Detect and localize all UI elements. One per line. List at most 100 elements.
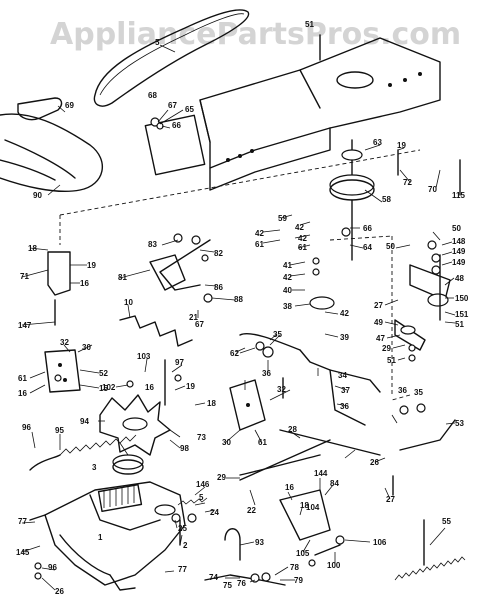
label-77-low: 77 (178, 565, 187, 574)
label-66-mid: 66 (363, 224, 372, 233)
spindle-assembly (309, 139, 375, 310)
label-150: 150 (455, 294, 469, 303)
label-42-e: 42 (340, 309, 349, 318)
label-95: 95 (55, 426, 64, 435)
label-26-mid: 26 (370, 458, 379, 467)
label-21: 21 (189, 313, 198, 322)
label-3: 3 (92, 463, 97, 472)
label-1: 1 (98, 533, 103, 542)
label-28: 28 (288, 425, 297, 434)
label-68: 68 (148, 91, 157, 100)
label-67: 67 (168, 101, 177, 110)
label-144: 144 (314, 469, 328, 478)
label-71: 71 (20, 272, 29, 281)
label-10: 10 (124, 298, 133, 307)
label-149: 149 (452, 247, 466, 256)
label-32-mid: 32 (277, 385, 286, 394)
label-106: 106 (373, 538, 387, 547)
label-115: 115 (452, 191, 465, 200)
label-84: 84 (330, 479, 339, 488)
label-19-left: 19 (87, 261, 96, 270)
label-47: 47 (376, 334, 385, 343)
label-25: 25 (178, 524, 187, 533)
label-19-mid: 19 (186, 382, 195, 391)
label-36-b: 36 (340, 402, 349, 411)
label-19-top: 19 (397, 141, 406, 150)
label-18-low: 18 (300, 501, 309, 510)
label-24: 24 (210, 508, 219, 517)
label-16-left: 16 (80, 279, 89, 288)
label-55: 55 (442, 517, 451, 526)
label-51: 51 (305, 20, 314, 29)
label-42-d: 42 (283, 273, 292, 282)
left-brackets (44, 251, 266, 431)
label-39: 39 (340, 333, 349, 342)
label-62: 62 (230, 349, 239, 358)
label-98: 98 (180, 444, 189, 453)
label-61-a: 61 (255, 240, 264, 249)
label-103: 103 (137, 352, 151, 361)
label-82: 82 (214, 249, 223, 258)
hood-outline (0, 97, 103, 193)
label-69: 69 (65, 101, 74, 110)
label-86: 86 (214, 283, 223, 292)
label-51-low: 51 (387, 356, 396, 365)
label-41: 41 (283, 261, 292, 270)
label-27-right: 27 (374, 301, 383, 310)
label-49: 49 (374, 318, 383, 327)
label-34: 34 (338, 371, 347, 380)
bolts (54, 34, 461, 566)
label-26-low: 26 (55, 587, 64, 596)
label-59: 59 (278, 214, 287, 223)
label-72: 72 (403, 178, 412, 187)
watermark: AppliancePartsPros.com (50, 17, 461, 52)
label-64: 64 (363, 243, 372, 252)
label-5-low: 5 (199, 493, 204, 502)
label-2: 2 (183, 541, 188, 550)
label-36-c: 36 (398, 386, 407, 395)
label-102: 102 (102, 383, 116, 392)
label-100: 100 (327, 561, 341, 570)
label-58: 58 (382, 195, 391, 204)
label-32-left: 32 (60, 338, 69, 347)
label-147: 147 (18, 321, 32, 330)
label-37: 37 (341, 386, 350, 395)
label-15: 15 (99, 384, 108, 393)
label-35-b: 35 (414, 388, 423, 397)
idler-bracket (394, 254, 451, 351)
label-148: 148 (452, 237, 466, 246)
label-48: 48 (455, 274, 464, 283)
label-61-b: 61 (298, 243, 307, 252)
label-42-c: 42 (298, 234, 307, 243)
label-78: 78 (290, 563, 299, 572)
label-83: 83 (148, 240, 157, 249)
label-151: 151 (455, 310, 469, 319)
label-65: 65 (185, 105, 194, 114)
label-73: 73 (197, 433, 206, 442)
label-63: 63 (373, 138, 382, 147)
drive-belt (93, 9, 250, 107)
label-50-b: 50 (452, 224, 461, 233)
label-77-left: 77 (18, 517, 27, 526)
label-76: 76 (237, 579, 246, 588)
label-93: 93 (255, 538, 264, 547)
transaxle (29, 481, 186, 591)
label-38: 38 (283, 302, 292, 311)
label-16-left-b: 16 (18, 389, 27, 398)
label-79: 79 (294, 576, 303, 585)
label-30-mid: 30 (222, 438, 231, 447)
clutch-pulley (99, 394, 171, 475)
label-97: 97 (175, 358, 184, 367)
label-88: 88 (234, 295, 243, 304)
label-36: 36 (262, 369, 271, 378)
label-18-left: 18 (28, 244, 37, 253)
label-42-b: 42 (295, 223, 304, 232)
shift-linkage (119, 239, 456, 481)
label-16-mid: 16 (145, 383, 154, 392)
tension-spring (59, 434, 137, 456)
label-42-a: 42 (255, 229, 264, 238)
label-27-mid: 27 (386, 495, 395, 504)
chassis-frame (144, 37, 441, 191)
label-53: 53 (455, 419, 464, 428)
